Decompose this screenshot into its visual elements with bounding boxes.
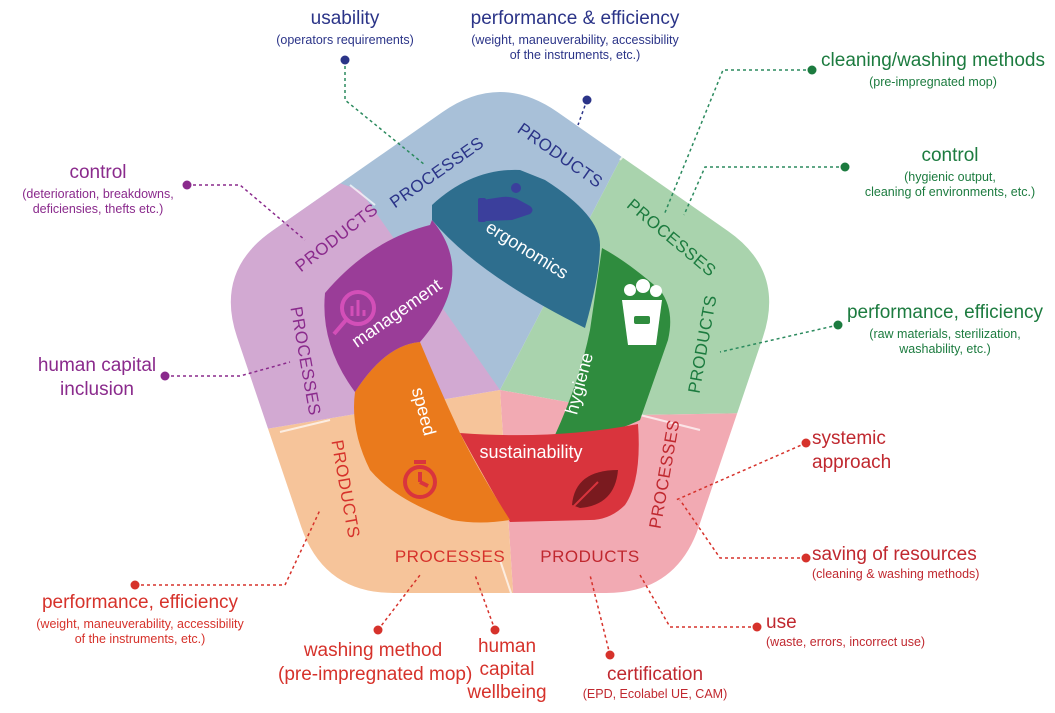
callout-control-left-title: control — [69, 162, 127, 183]
connector-certification — [589, 574, 611, 656]
callout-human-wellbeing-line2: capital — [479, 658, 535, 680]
callout-control-right: control (hygienic output, cleaning of en… — [850, 145, 1050, 200]
connector-control-left — [187, 184, 306, 241]
callout-performance-top: performance & efficiency (weight, maneuv… — [445, 8, 705, 63]
stopwatch-icon — [403, 460, 437, 499]
callout-usability: usability (operators requirements) — [270, 8, 420, 47]
callout-performance-top-sub2: of the instruments, etc.) — [509, 48, 641, 63]
callout-performance-left-sub2: of the instruments, etc.) — [74, 632, 206, 647]
connectors — [135, 60, 845, 656]
bucket-icon — [622, 279, 662, 345]
sector-dividers — [279, 109, 701, 621]
callout-saving-sub: (cleaning & washing methods) — [812, 566, 980, 581]
callout-washing-method: washing method (pre-impregnated mop) — [278, 640, 473, 686]
callout-human-wellbeing-line3: wellbeing — [467, 681, 547, 703]
callout-control-right-title: control — [921, 145, 979, 166]
hygiene-segment — [555, 248, 671, 436]
connector-performance-top — [577, 99, 588, 126]
callout-control-right-sub1: (hygienic output, — [904, 169, 996, 184]
callout-performance-top-title: performance & efficiency — [470, 8, 680, 29]
callout-human-inclusion-line2: inclusion — [60, 378, 134, 400]
callout-performance-left-title: performance, efficiency — [41, 592, 239, 613]
callout-performance-right-sub1: (raw materials, sterilization, — [869, 326, 1021, 341]
callout-systemic-line1: systemic — [812, 428, 886, 449]
connector-inclusion — [165, 361, 291, 377]
connector-saving — [679, 499, 806, 559]
management-segment — [324, 220, 453, 392]
callout-saving: saving of resources (cleaning & washing … — [812, 544, 1002, 581]
callout-certification-title: certification — [606, 664, 704, 685]
callout-performance-right-sub2: washability, etc.) — [899, 342, 991, 357]
leaf-icon — [569, 470, 618, 511]
connector-cleaning — [663, 69, 812, 216]
callout-certification-sub: (EPD, Ecolabel UE, CAM) — [582, 686, 728, 701]
hand-icon — [478, 183, 533, 222]
callout-systemic-line2: approach — [812, 451, 892, 473]
callout-washing-method-line2: (pre-impregnated mop) — [278, 663, 473, 685]
sustainability-label: sustainability — [479, 442, 582, 462]
callout-systemic: systemic approach — [812, 428, 902, 474]
magnifier-chart-icon — [332, 290, 376, 336]
ergonomics-segment — [432, 169, 600, 328]
connector-wellbeing — [474, 574, 496, 631]
ring-processes-bottom-left: PROCESSES — [395, 547, 505, 566]
callout-certification: certification (EPD, Ecolabel UE, CAM) — [575, 664, 735, 701]
callout-performance-right: performance, efficiency (raw materials, … — [840, 302, 1050, 357]
callout-use: use (waste, errors, incorrect use) — [766, 612, 956, 649]
callout-control-left-sub2: deficiensies, thefts etc.) — [32, 202, 164, 217]
callout-use-sub: (waste, errors, incorrect use) — [766, 634, 926, 649]
callout-human-wellbeing-line1: human — [477, 636, 537, 657]
callout-control-left-sub1: (deterioration, breakdowns, — [22, 186, 174, 201]
speed-segment — [354, 342, 510, 523]
connector-performance-left — [135, 509, 321, 586]
callout-control-left: control (deterioration, breakdowns, defi… — [8, 162, 188, 217]
connector-performance-right — [719, 324, 839, 353]
callout-performance-top-sub1: (weight, maneuverability, accessibility — [471, 32, 679, 47]
callout-human-inclusion: human capital inclusion — [32, 355, 162, 401]
callout-performance-right-title: performance, efficiency — [846, 302, 1044, 323]
callout-use-title: use — [766, 612, 797, 633]
callout-saving-title: saving of resources — [812, 544, 977, 565]
ring-products-bottom-right: PRODUCTS — [540, 547, 639, 566]
callout-human-wellbeing: human capital wellbeing — [462, 636, 552, 704]
callout-performance-left-sub1: (weight, maneuverability, accessibility — [36, 616, 244, 631]
connector-usability — [344, 60, 426, 166]
connector-dots — [130, 55, 850, 660]
callout-washing-method-line1: washing method — [303, 640, 443, 661]
connector-control-right — [683, 166, 845, 216]
callout-human-inclusion-line1: human capital — [37, 355, 157, 376]
callout-cleaning: cleaning/washing methods (pre-impregnate… — [818, 50, 1048, 89]
callout-usability-title: usability — [310, 8, 380, 29]
callout-cleaning-sub: (pre-impregnated mop) — [869, 74, 997, 89]
callout-performance-left: performance, efficiency (weight, maneuve… — [10, 592, 270, 647]
callout-cleaning-title: cleaning/washing methods — [821, 50, 1045, 71]
callout-usability-sub: (operators requirements) — [276, 32, 414, 47]
connector-use — [639, 574, 757, 628]
callout-control-right-sub2: cleaning of environments, etc.) — [864, 185, 1036, 200]
